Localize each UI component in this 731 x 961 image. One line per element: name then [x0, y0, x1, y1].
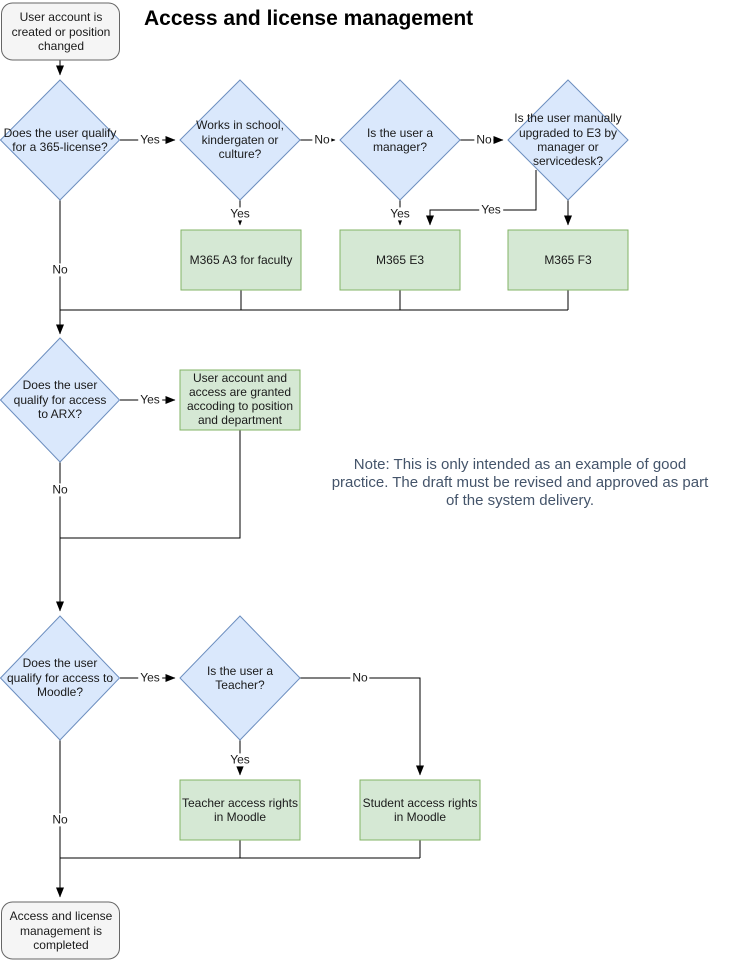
decision-upgrade-e3-shape [507, 79, 629, 201]
decision-manager-shape [339, 79, 461, 201]
edge-label-license-no: No [50, 262, 70, 277]
edge-arxbox-down [60, 430, 241, 539]
start-node-shape [1, 2, 120, 61]
process-student-rights-shape [359, 779, 481, 841]
process-teacher-rights-shape [179, 779, 301, 841]
edge-upgrade-yes [426, 170, 537, 226]
decision-moodle-shape [0, 615, 121, 741]
process-m365-e3-shape [339, 229, 461, 291]
edge-label-teacher-yes: Yes [228, 752, 252, 767]
decision-teacher-shape [179, 615, 301, 741]
decision-arx-shape [0, 337, 121, 463]
process-m365-a3-shape [180, 229, 302, 291]
edge-label-moodle-yes: Yes [138, 670, 162, 685]
edge-label-manager-no: No [474, 132, 494, 147]
edge-label-school-no: No [312, 132, 332, 147]
end-node-shape [1, 901, 120, 960]
edge-label-school-yes: Yes [228, 206, 252, 221]
edge-label-upgrade-yes: Yes [479, 202, 503, 217]
decision-365-license-shape [0, 79, 121, 201]
edge-teacher-no [300, 677, 424, 776]
decision-school-shape [179, 79, 301, 201]
process-m365-f3-shape [507, 229, 629, 291]
note-text: Note: This is only intended as an exampl… [331, 456, 709, 509]
edge-label-manager-yes: Yes [388, 206, 412, 221]
page-title: Access and license management [144, 7, 474, 30]
edge-label-teacher-no: No [350, 670, 370, 685]
edge-label-license-yes: Yes [138, 132, 162, 147]
process-arx-grant-shape [179, 369, 301, 431]
edge-label-moodle-no: No [50, 812, 70, 827]
edge-label-arx-yes: Yes [138, 392, 162, 407]
edge-label-arx-no: No [50, 482, 70, 497]
